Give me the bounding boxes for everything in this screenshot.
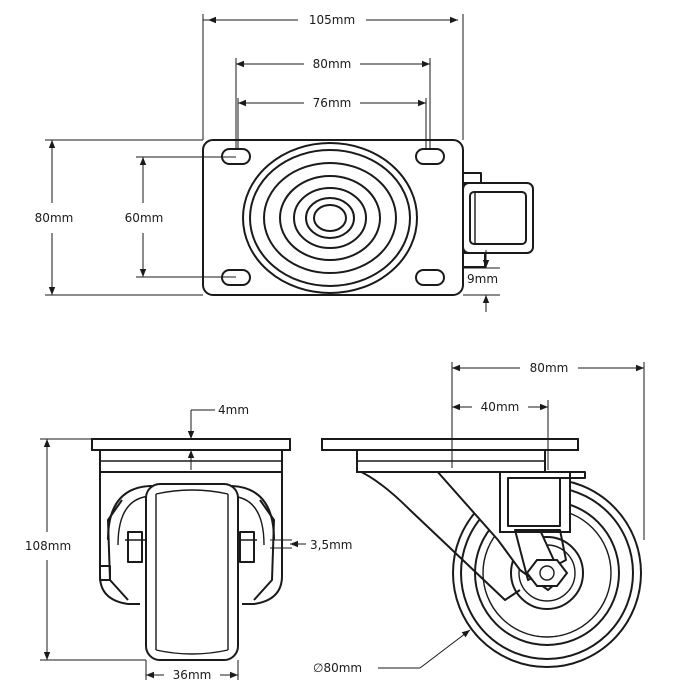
- dim-top-width-inner: 76mm: [313, 96, 352, 110]
- dim-front-fork-thickness: 3,5mm: [310, 538, 352, 552]
- side-view: 80mm 40mm ∅80mm: [313, 361, 645, 675]
- swivel-ring-outer: [242, 142, 418, 294]
- swivel-ring-4: [279, 175, 381, 261]
- dim-front-plate-thickness: 4mm: [218, 403, 249, 417]
- swivel-ring-5: [293, 187, 367, 249]
- brake-tab-bottom: [462, 252, 486, 268]
- dim-brake-offset: 9mm: [467, 272, 498, 286]
- dim-top-width-mid: 80mm: [313, 57, 352, 71]
- dim-top-height-inner: 60mm: [125, 211, 164, 225]
- dim-side-width: 80mm: [530, 361, 569, 375]
- bolt-hole-bottom-right: [415, 269, 445, 286]
- side-axle-nut: [525, 559, 569, 587]
- dim-side-wheel-diameter: ∅80mm: [313, 661, 362, 675]
- swivel-ring-2: [249, 149, 411, 287]
- kingpin-outer: [305, 197, 355, 239]
- dim-side-offset: 40mm: [481, 400, 520, 414]
- dim-top-width-outer: 105mm: [309, 13, 355, 27]
- brake-housing: [462, 182, 534, 254]
- brake-tab-top: [462, 172, 482, 184]
- swivel-ring-3: [263, 162, 397, 274]
- dim-front-wheel-width: 36mm: [173, 668, 212, 682]
- brake-inner: [469, 191, 527, 245]
- kingpin-inner: [313, 204, 347, 232]
- front-wheel: [145, 483, 239, 661]
- front-plate: [91, 438, 291, 451]
- front-view: 4mm 108mm 3,5mm 36mm: [25, 403, 353, 682]
- side-plate: [321, 438, 579, 451]
- dim-front-height: 108mm: [25, 539, 71, 553]
- dim-top-height-outer: 80mm: [35, 211, 74, 225]
- top-view: 105mm 80mm 76mm 80mm 60mm 9mm: [35, 13, 534, 312]
